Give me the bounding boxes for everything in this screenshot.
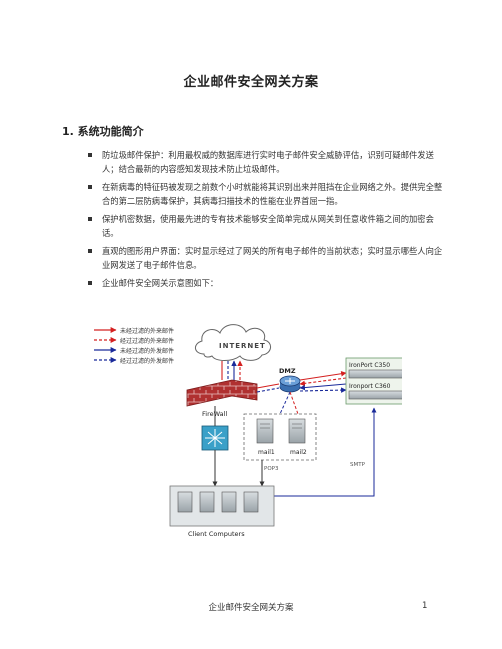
flow-line bbox=[299, 387, 347, 393]
page-number: 1 bbox=[422, 601, 428, 611]
legend-item: 经过过滤的外发邮件 bbox=[94, 357, 174, 365]
page-footer: 企业邮件安全网关方案 bbox=[208, 603, 294, 613]
network-diagram: 未经过滤的外来邮件 经过过滤的外来邮件 未经过滤的外发邮件 经过过滤的外发邮件 … bbox=[94, 324, 402, 538]
internet-cloud-icon: INTERNET bbox=[195, 324, 271, 361]
mail1-label: mail1 bbox=[258, 449, 275, 456]
computer-icon bbox=[221, 491, 237, 513]
list-item: 在新病毒的特征码被发现之前数个小时就能将其识别出来并阻挡在企业网络之外。提供完全… bbox=[88, 180, 448, 208]
computer-icon bbox=[243, 491, 259, 513]
mail-server-group bbox=[243, 413, 317, 461]
appliance-icon bbox=[348, 369, 402, 379]
flow-line bbox=[299, 371, 347, 381]
ironport-appliances: IronPort C350 Ironport C360 bbox=[345, 357, 402, 405]
legend-label: 未经过滤的外来邮件 bbox=[120, 327, 174, 335]
legend-label: 未经过滤的外发邮件 bbox=[120, 347, 174, 355]
firewall-icon: FireWall bbox=[186, 379, 258, 418]
ironport-c350-label: IronPort C350 bbox=[349, 362, 390, 369]
mail2-label: mail2 bbox=[290, 449, 307, 456]
router-icon: DMZ bbox=[279, 367, 301, 393]
mail-server-icon bbox=[288, 418, 306, 444]
legend-label: 经过过滤的外发邮件 bbox=[120, 357, 174, 365]
flow-line bbox=[289, 391, 299, 415]
switch-icon bbox=[201, 425, 229, 451]
flow-line bbox=[279, 391, 291, 415]
client-computers-label: Client Computers bbox=[188, 530, 245, 538]
flow-line bbox=[256, 387, 280, 393]
document-title: 企业邮件安全网关方案 bbox=[183, 75, 319, 90]
section-heading: 1. 系统功能简介 bbox=[62, 125, 144, 138]
flow-line bbox=[299, 377, 347, 387]
legend: 未经过滤的外来邮件 经过过滤的外来邮件 未经过滤的外发邮件 经过过滤的外发邮件 bbox=[94, 327, 174, 365]
flow-line bbox=[299, 383, 347, 391]
legend-item: 未经过滤的外来邮件 bbox=[94, 327, 174, 335]
ironport-c360-label: Ironport C360 bbox=[349, 383, 391, 390]
feature-list: 防垃圾邮件保护：利用最权威的数据库进行实时电子邮件安全威胁评估，识别可疑邮件发送… bbox=[88, 148, 448, 294]
legend-item: 经过过滤的外来邮件 bbox=[94, 337, 174, 345]
client-computers: Client Computers bbox=[169, 485, 275, 538]
pop3-label: POP3 bbox=[264, 466, 279, 472]
flow-line bbox=[256, 383, 280, 389]
appliance-icon bbox=[348, 390, 402, 400]
computer-icon bbox=[199, 491, 215, 513]
smtp-label: SMTP bbox=[350, 462, 366, 468]
dmz-label: DMZ bbox=[279, 367, 296, 375]
computer-icon bbox=[177, 491, 193, 513]
list-item: 保护机密数据，使用最先进的专有技术能够安全简单完成从网关到任意收件箱之间的加密会… bbox=[88, 212, 448, 240]
internet-label: INTERNET bbox=[219, 342, 266, 350]
legend-item: 未经过滤的外发邮件 bbox=[94, 347, 174, 355]
flow-line bbox=[274, 407, 377, 497]
legend-label: 经过过滤的外来邮件 bbox=[120, 337, 174, 345]
mail-server-icon bbox=[256, 418, 274, 444]
list-item: 企业邮件安全网关示意图如下： bbox=[88, 276, 448, 290]
list-item: 防垃圾邮件保护：利用最权威的数据库进行实时电子邮件安全威胁评估，识别可疑邮件发送… bbox=[88, 148, 448, 176]
list-item: 直观的图形用户界面：实时显示经过了网关的所有电子邮件的当前状态；实时显示哪些人向… bbox=[88, 244, 448, 272]
